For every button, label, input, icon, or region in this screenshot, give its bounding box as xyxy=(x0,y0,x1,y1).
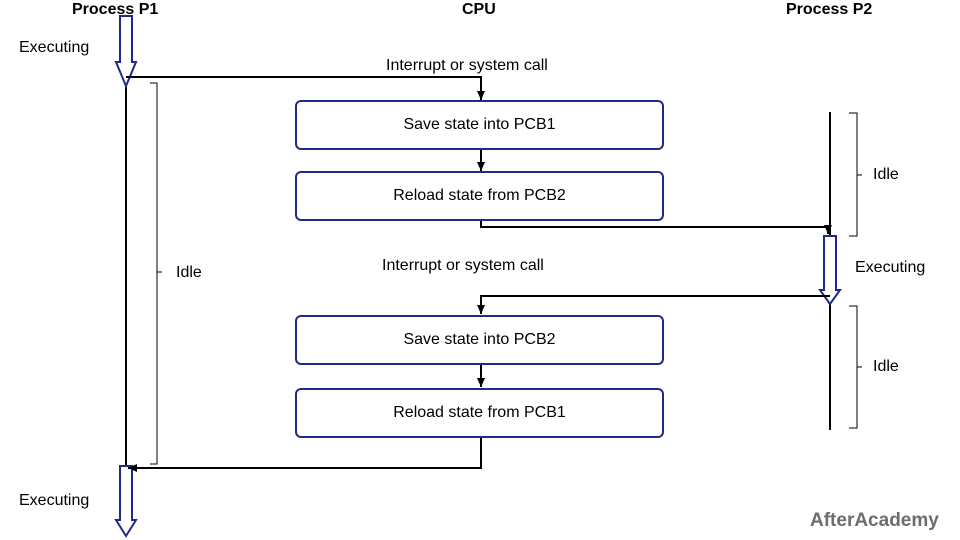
header-process-p1: Process P1 xyxy=(72,1,159,18)
p2-idle-label-bottom: Idle xyxy=(873,358,899,375)
p1-idle-bracket xyxy=(150,82,162,465)
interrupt-label-1: Interrupt or system call xyxy=(386,57,548,74)
arrow-p2-to-save-pcb2 xyxy=(477,295,830,314)
header-cpu: CPU xyxy=(462,1,496,18)
p1-executing-arrow-top xyxy=(114,15,138,89)
arrow-reload-pcb2-to-p2 xyxy=(480,221,832,234)
step-save-state-pcb2: Save state into PCB2 xyxy=(295,315,664,365)
step-reload-state-pcb2: Reload state from PCB2 xyxy=(295,171,664,221)
p2-idle-bracket-bottom xyxy=(849,305,862,429)
p1-executing-label-top: Executing xyxy=(19,39,90,56)
p2-executing-arrow xyxy=(818,235,842,306)
interrupt-label-2: Interrupt or system call xyxy=(382,257,544,274)
p1-executing-label-bottom: Executing xyxy=(19,492,90,509)
p2-executing-label: Executing xyxy=(855,259,926,276)
arrow-reload-pcb1-to-p1 xyxy=(128,438,482,472)
p2-idle-label-top: Idle xyxy=(873,166,899,183)
arrow-p1-to-save-pcb1 xyxy=(126,76,485,100)
step-reload-state-pcb1: Reload state from PCB1 xyxy=(295,388,664,438)
brand-logo-text: AfterAcademy xyxy=(810,510,939,531)
step-save-state-pcb1: Save state into PCB1 xyxy=(295,100,664,150)
p2-idle-bracket-top xyxy=(849,112,862,237)
p1-idle-label: Idle xyxy=(176,264,202,281)
header-process-p2: Process P2 xyxy=(786,1,873,18)
p1-executing-arrow-bottom xyxy=(114,465,138,538)
